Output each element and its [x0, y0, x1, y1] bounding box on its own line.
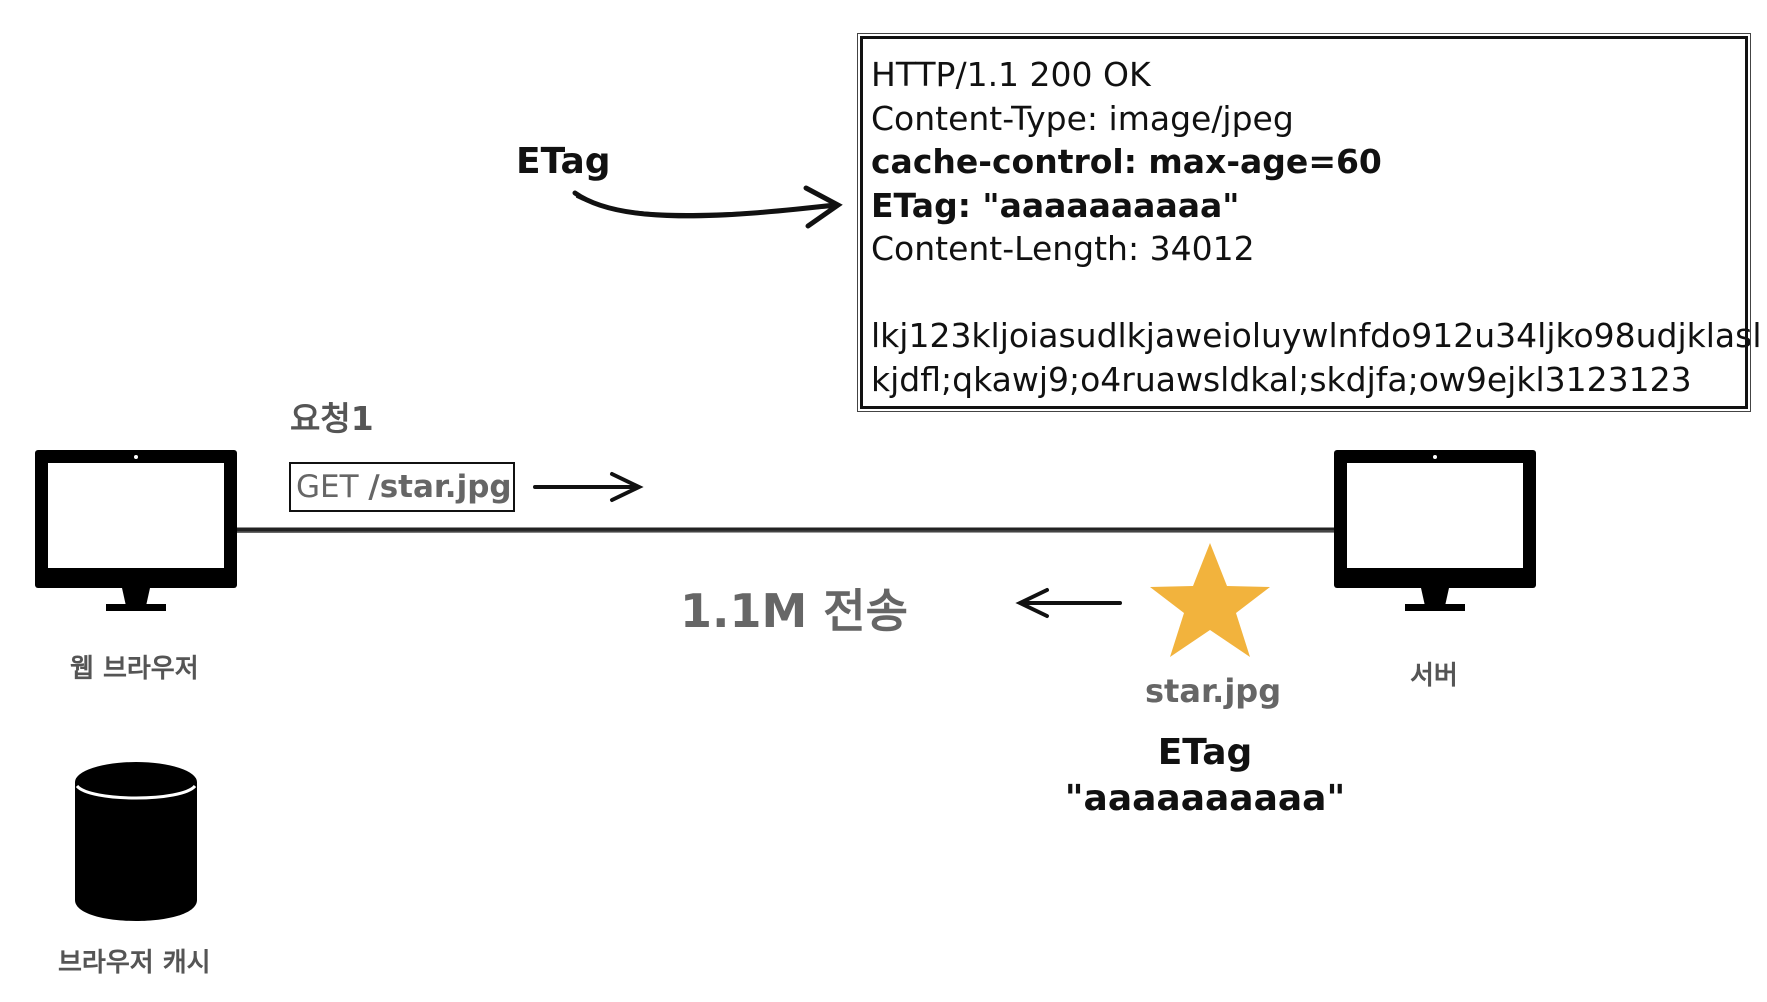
get-request-box: GET /star.jpg: [289, 462, 515, 512]
server-etag-block: ETag "aaaaaaaaaa": [1060, 730, 1350, 822]
cache-label: 브라우저 캐시: [58, 948, 211, 978]
server-etag-value: "aaaaaaaaaa": [1064, 778, 1346, 819]
etag-curved-arrow: [572, 185, 843, 229]
etag-arrow-label: ETag: [516, 141, 611, 182]
get-path: /star.jpg: [368, 469, 512, 505]
browser-label: 웹 브라우저: [70, 654, 199, 684]
http-response-box: HTTP/1.1 200 OK Content-Type: image/jpeg…: [857, 33, 1762, 412]
request-label: 요청1: [290, 399, 374, 438]
request-arrow-right: [533, 472, 644, 502]
server-etag-title: ETag: [1157, 732, 1253, 773]
cache-database-icon: [75, 762, 197, 921]
response-body-line: lkj123kljoiasudlkjaweioluywlnfdo912u34lj…: [871, 316, 1762, 355]
server-monitor-icon: [1334, 450, 1536, 611]
star-icon: [1150, 543, 1270, 657]
transfer-size-label: 1.1M 전송: [680, 584, 908, 638]
response-body-line: kjdfl;qkawj9;o4ruawsldkal;skdjfa;ow9ejkl…: [871, 359, 1692, 399]
response-line: cache-control: max-age=60: [871, 142, 1382, 181]
star-file-label: star.jpg: [1145, 672, 1282, 710]
response-line: Content-Length: 34012: [871, 229, 1255, 268]
response-arrow-left: [1015, 588, 1122, 618]
response-line: ETag: "aaaaaaaaaa": [871, 185, 1240, 225]
response-blank-line: [871, 271, 1745, 315]
connection-line: [236, 527, 1335, 533]
server-label: 서버: [1410, 661, 1458, 691]
response-line: Content-Type: image/jpeg: [871, 98, 1294, 138]
get-method: GET: [296, 469, 369, 505]
response-line: HTTP/1.1 200 OK: [871, 55, 1151, 94]
browser-monitor-icon: [35, 450, 237, 611]
